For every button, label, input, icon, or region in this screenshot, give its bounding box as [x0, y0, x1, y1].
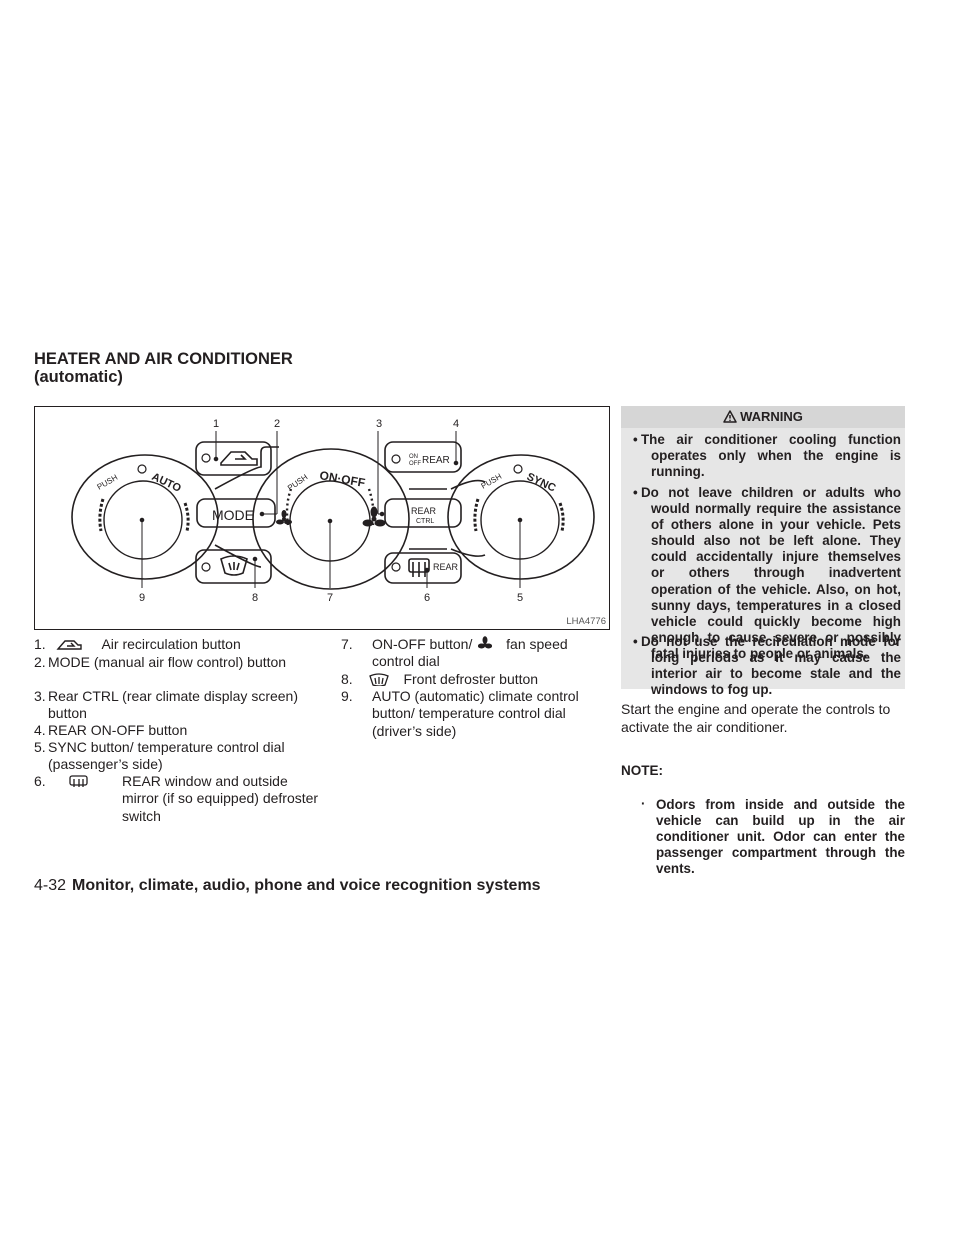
legend-item-2: 2. MODE (manual air flow control) button [34, 654, 320, 671]
auto-label: AUTO [150, 471, 184, 495]
legend-text: Air recirculation button [101, 636, 241, 652]
climate-control-panel-diagram: PUSH AUTO PUSH ON·OFF PUSH SYNC MODE ON … [71, 418, 595, 604]
left-dial-housing [71, 454, 219, 580]
warning-triangle-icon [723, 410, 737, 423]
rear-defrost-label: REAR [433, 562, 459, 572]
rear-defroster-icon [68, 775, 88, 787]
mode-label: MODE [212, 507, 254, 523]
start-engine-paragraph: Start the engine and operate the control… [621, 701, 891, 735]
legend-text: AUTO (automatic) climate control button/… [372, 688, 579, 739]
rear-ctrl-ctrl-label: CTRL [416, 518, 434, 525]
push-label-left: PUSH [96, 473, 120, 492]
page-footer: 4-32 Monitor, climate, audio, phone and v… [34, 876, 541, 896]
legend-item-9: 9. AUTO (automatic) climate control butt… [341, 688, 609, 739]
rear-ctrl-button-shape [384, 498, 462, 528]
legend-text: ON-OFF button/ fan speed control dial [372, 636, 568, 670]
warning-box: WARNING •The air conditioner cooling fun… [621, 406, 905, 697]
air-recirculation-icon [56, 640, 82, 650]
callout-7: 7 [327, 592, 333, 604]
section-title-line2: (automatic) [34, 368, 123, 386]
legend-item-4: 4. REAR ON-OFF button [34, 722, 320, 739]
callout-3: 3 [376, 418, 382, 430]
callout-5: 5 [517, 592, 523, 604]
warning-item-2: •Do not leave children or adults who wou… [633, 485, 901, 661]
push-label-right: PUSH [480, 472, 504, 491]
legend-item-5: 5. SYNC button/ temperature control dial… [34, 739, 320, 772]
off-label: OFF [409, 461, 421, 467]
center-dial-housing [252, 448, 410, 590]
warning-header: WARNING [621, 406, 905, 428]
rear-ctrl-rear-label: REAR [411, 506, 437, 516]
sync-label: SYNC [525, 471, 558, 495]
mode-button-shape [196, 498, 276, 528]
callout-1: 1 [213, 418, 219, 430]
legend-num: 1. [34, 636, 46, 652]
legend-text: Front defroster button [403, 671, 539, 687]
callout-8: 8 [252, 592, 258, 604]
note-text: Odors from inside and outside the vehicl… [656, 797, 905, 877]
legend-text: REAR ON-OFF button [48, 722, 188, 738]
note-bullet: · [641, 796, 646, 811]
callout-6: 6 [424, 592, 430, 604]
right-dial-housing [447, 454, 595, 580]
chapter-title: Monitor, climate, audio, phone and voice… [72, 877, 541, 894]
on-label: ON [409, 454, 418, 460]
climate-control-panel-figure: PUSH AUTO PUSH ON·OFF PUSH SYNC MODE ON … [34, 406, 610, 630]
warning-item-3: •Do not use the recirculation mode for l… [633, 634, 901, 698]
legend-num: 9. [341, 688, 353, 704]
fan-icon [478, 636, 493, 649]
legend-num: 8. [341, 671, 353, 687]
callout-2: 2 [274, 418, 280, 430]
section-title-line1: HEATER AND AIR CONDITIONER [34, 350, 293, 368]
figure-code: LHA4776 [566, 616, 606, 627]
callout-4: 4 [453, 418, 459, 430]
legend-text: MODE (manual air flow control) button [48, 654, 287, 670]
legend-text: Rear CTRL (rear climate display screen) … [48, 688, 298, 722]
legend-num: 5. [34, 739, 46, 755]
legend-item-1: 1. Air recirculation button [34, 636, 320, 653]
legend-text: REAR window and outside mirror (if so eq… [122, 773, 319, 824]
legend-num: 7. [341, 636, 353, 652]
legend-text: SYNC button/ temperature control dial (p… [48, 739, 285, 773]
legend-item-7: 7. ON-OFF button/ fan speed control dial [341, 636, 609, 669]
front-defroster-icon [368, 673, 389, 686]
rear-onoff-button-shape [384, 441, 462, 473]
rear-defrost-button-shape [384, 552, 462, 584]
recirc-button-shape [195, 441, 272, 476]
note-label: NOTE: [621, 763, 663, 778]
legend-num: 3. [34, 688, 46, 704]
section-title: HEATER AND AIR CONDITIONER (automatic) [34, 350, 293, 386]
legend-item-6: 6. REAR window and outside mirror (if so… [34, 773, 320, 824]
warning-title: WARNING [740, 409, 803, 424]
warning-item-1: •The air conditioner cooling function op… [633, 432, 901, 480]
legend-num: 6. [34, 773, 46, 789]
left-dial [103, 480, 183, 560]
legend-num: 2. [34, 654, 46, 670]
legend-num: 4. [34, 722, 46, 738]
legend-item-3: 3. Rear CTRL (rear climate display scree… [34, 688, 320, 721]
front-defrost-button-shape [195, 549, 272, 584]
on-off-label: ON·OFF [318, 468, 366, 490]
rear-onoff-label: REAR [422, 455, 450, 466]
page-number: 4-32 [34, 877, 67, 894]
legend-item-8: 8. Front defroster button [341, 671, 609, 688]
callout-9: 9 [139, 592, 145, 604]
